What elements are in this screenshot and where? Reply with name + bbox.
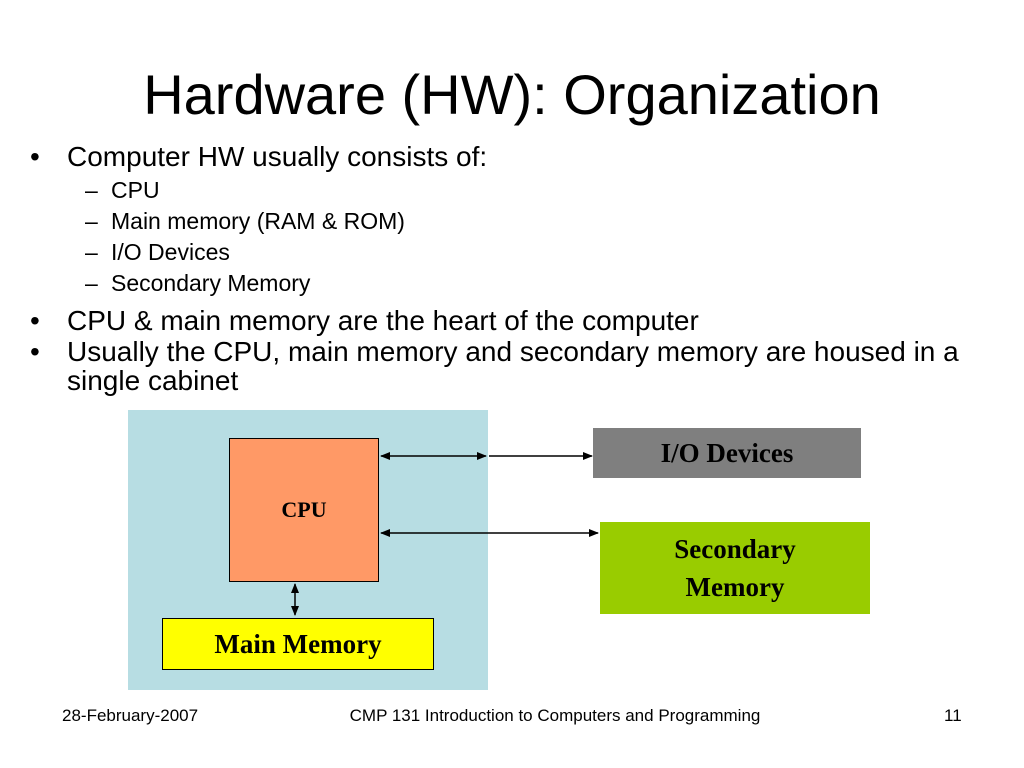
sub-bullet-text: Main memory (RAM & ROM) — [111, 208, 405, 234]
bullet-item: • Usually the CPU, main memory and secon… — [30, 337, 1005, 395]
bullet-text: CPU & main memory are the heart of the c… — [67, 305, 699, 336]
bullet-item: • CPU & main memory are the heart of the… — [30, 306, 1005, 335]
dash-symbol: – — [85, 239, 98, 265]
bullet-item: • Computer HW usually consists of: — [30, 142, 1005, 171]
footer-course: CMP 131 Introduction to Computers and Pr… — [349, 706, 761, 725]
cpu-label: CPU — [281, 497, 327, 522]
bullet-text: Computer HW usually consists of: — [67, 141, 488, 172]
cpu-box: CPU — [229, 438, 379, 582]
footer-date: 28-February-2007 — [62, 706, 199, 725]
secondary-memory-label-line2: Memory — [685, 572, 785, 602]
sub-bullet-item: – Main memory (RAM & ROM) — [30, 206, 1005, 237]
bullet-list: • Computer HW usually consists of: – CPU… — [30, 142, 1005, 397]
main-memory-box: Main Memory — [162, 618, 434, 670]
dash-symbol: – — [85, 208, 98, 234]
dash-symbol: – — [85, 177, 98, 203]
io-devices-label: I/O Devices — [660, 437, 794, 468]
sub-bullet-item: – Secondary Memory — [30, 268, 1005, 299]
dash-symbol: – — [85, 270, 98, 296]
main-memory-label: Main Memory — [214, 628, 382, 659]
bullet-symbol: • — [30, 336, 40, 367]
secondary-memory-label-line1: Secondary — [674, 534, 796, 564]
sub-bullet-list: – CPU – Main memory (RAM & ROM) – I/O De… — [30, 175, 1005, 299]
bullet-symbol: • — [30, 305, 40, 336]
sub-bullet-text: Secondary Memory — [111, 270, 311, 296]
sub-bullet-text: CPU — [111, 177, 160, 203]
bullet-text: Usually the CPU, main memory and seconda… — [67, 336, 959, 396]
sub-bullet-item: – I/O Devices — [30, 237, 1005, 268]
secondary-memory-box: Secondary Memory — [600, 522, 870, 614]
footer-page-number: 11 — [944, 706, 962, 725]
sub-bullet-item: – CPU — [30, 175, 1005, 206]
slide-title: Hardware (HW): Organization — [143, 63, 881, 126]
io-devices-box: I/O Devices — [593, 428, 861, 478]
secondary-memory-label: Secondary Memory — [674, 530, 796, 606]
bullet-symbol: • — [30, 141, 40, 172]
sub-bullet-text: I/O Devices — [111, 239, 230, 265]
